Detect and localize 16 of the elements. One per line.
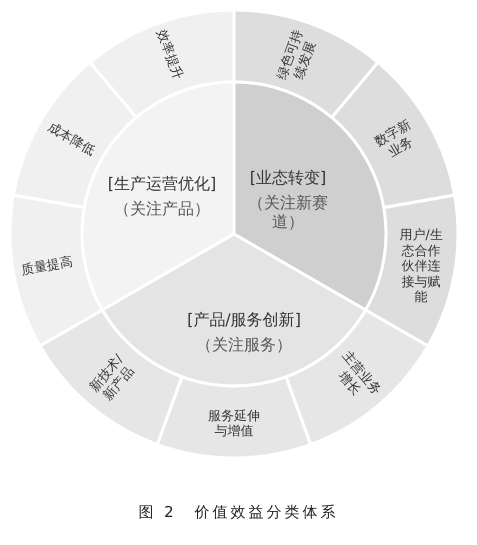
sector-subtitle: （关注产品） bbox=[113, 199, 211, 218]
segment-label: 主营业务增长 bbox=[334, 347, 384, 400]
sector-heading: [生产运营优化] bbox=[106, 174, 218, 194]
segment-label: 新技术/新产品 bbox=[86, 350, 138, 405]
segment-label: 用户/生态合作伙伴连接与赋能 bbox=[398, 228, 444, 306]
figure-caption: 图 2 价值效益分类体系 bbox=[137, 503, 340, 522]
segment-label: 服务延伸与增值 bbox=[207, 408, 261, 440]
sector-heading: [业态转变] bbox=[248, 168, 328, 188]
sector-subtitle: （关注服务） bbox=[195, 335, 293, 354]
segment-label: 效率提升 bbox=[152, 27, 186, 84]
sector-heading: [产品/服务创新] bbox=[186, 310, 302, 330]
segment-label: 绿色可持续发展 bbox=[274, 26, 320, 84]
segment-label: 成本降低 bbox=[44, 119, 99, 162]
segment-label: 数字新业务 bbox=[371, 116, 417, 162]
sector-subtitle: （关注新赛道） bbox=[247, 193, 329, 232]
segment-label: 质量提高 bbox=[18, 254, 75, 280]
